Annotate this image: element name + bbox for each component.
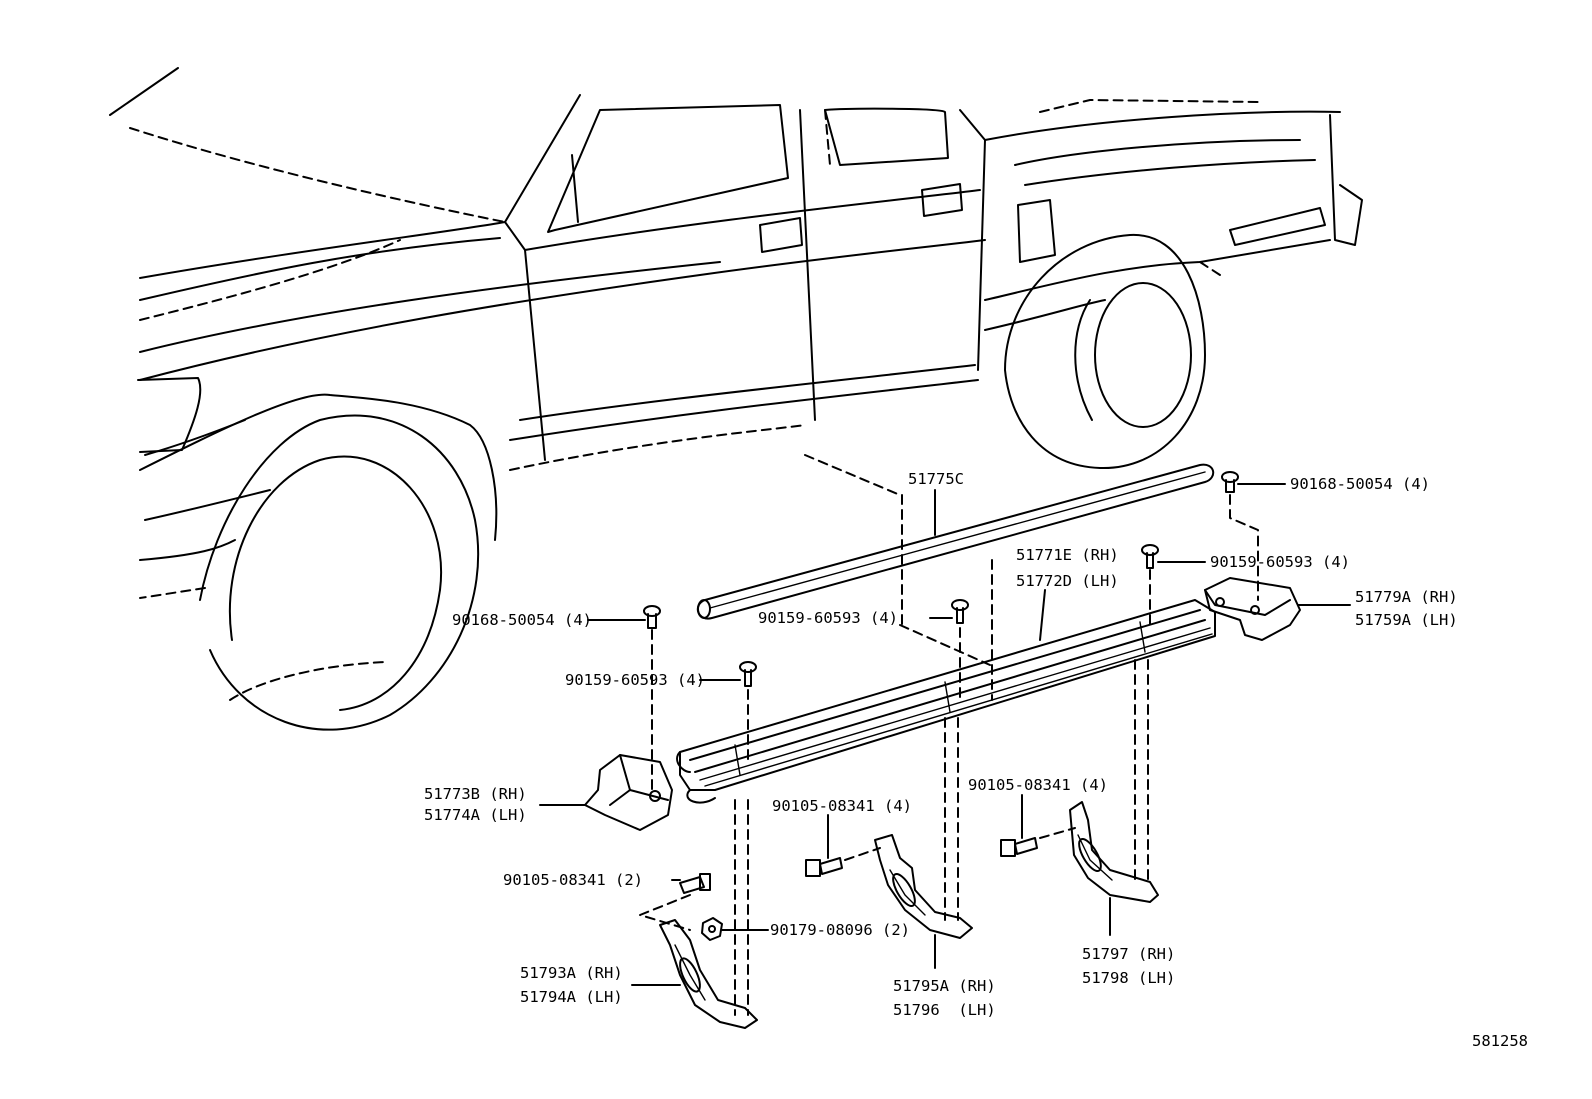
callout-90105-08341-right: 90105-08341 (4) bbox=[968, 776, 1108, 794]
bolt-left-icon bbox=[679, 873, 711, 894]
nut-left-icon bbox=[701, 917, 723, 941]
callout-51793a-rh: 51793A (RH) bbox=[520, 964, 623, 982]
callout-51759a-lh: 51759A (LH) bbox=[1355, 611, 1458, 629]
leader-51771e bbox=[1039, 589, 1046, 641]
screw-left-icon bbox=[739, 661, 757, 687]
callout-51773b-rh: 51773B (RH) bbox=[424, 785, 527, 803]
callout-90159-60593-mid: 90159-60593 (4) bbox=[758, 609, 898, 627]
mid-bracket bbox=[874, 834, 973, 939]
screw-right-icon bbox=[1141, 544, 1159, 569]
rear-mid-bracket bbox=[1069, 801, 1159, 903]
front-end-cap bbox=[584, 754, 673, 831]
callout-51798-lh: 51798 (LH) bbox=[1082, 969, 1176, 987]
callout-51779a-rh: 51779A (RH) bbox=[1355, 588, 1458, 606]
callout-51775c: 51775C bbox=[908, 470, 964, 488]
callout-51772d-lh: 51772D (LH) bbox=[1016, 572, 1119, 590]
callout-90105-08341-left: 90105-08341 (2) bbox=[503, 871, 643, 889]
callout-51797-rh: 51797 (RH) bbox=[1082, 945, 1176, 963]
diagram-id: 581258 bbox=[1472, 1032, 1528, 1050]
clip-left-icon bbox=[643, 605, 661, 629]
callout-90179-08096: 90179-08096 (2) bbox=[770, 921, 910, 939]
callout-51794a-lh: 51794A (LH) bbox=[520, 988, 623, 1006]
bolt-right-icon bbox=[1000, 837, 1038, 857]
callout-51771e-rh: 51771E (RH) bbox=[1016, 546, 1119, 564]
callout-51774a-lh: 51774A (LH) bbox=[424, 806, 527, 824]
front-bracket bbox=[659, 919, 758, 1029]
callout-90168-50054-right: 90168-50054 (4) bbox=[1290, 475, 1430, 493]
callout-90168-50054-left: 90168-50054 (4) bbox=[452, 611, 592, 629]
screw-mid-icon bbox=[951, 599, 969, 624]
callout-90105-08341-mid: 90105-08341 (4) bbox=[772, 797, 912, 815]
callout-51795a-rh: 51795A (RH) bbox=[893, 977, 996, 995]
rear-end-cap bbox=[1204, 577, 1301, 641]
running-board-step bbox=[676, 599, 1216, 804]
callout-90159-60593-left: 90159-60593 (4) bbox=[565, 671, 705, 689]
callout-90159-60593-right: 90159-60593 (4) bbox=[1210, 553, 1350, 571]
clip-right-icon bbox=[1221, 471, 1239, 493]
callout-51796-lh: 51796 (LH) bbox=[893, 1001, 996, 1019]
side-moulding-51775c bbox=[696, 463, 1215, 620]
bolt-mid-icon bbox=[805, 857, 843, 877]
truck-body-outline bbox=[109, 67, 1363, 731]
